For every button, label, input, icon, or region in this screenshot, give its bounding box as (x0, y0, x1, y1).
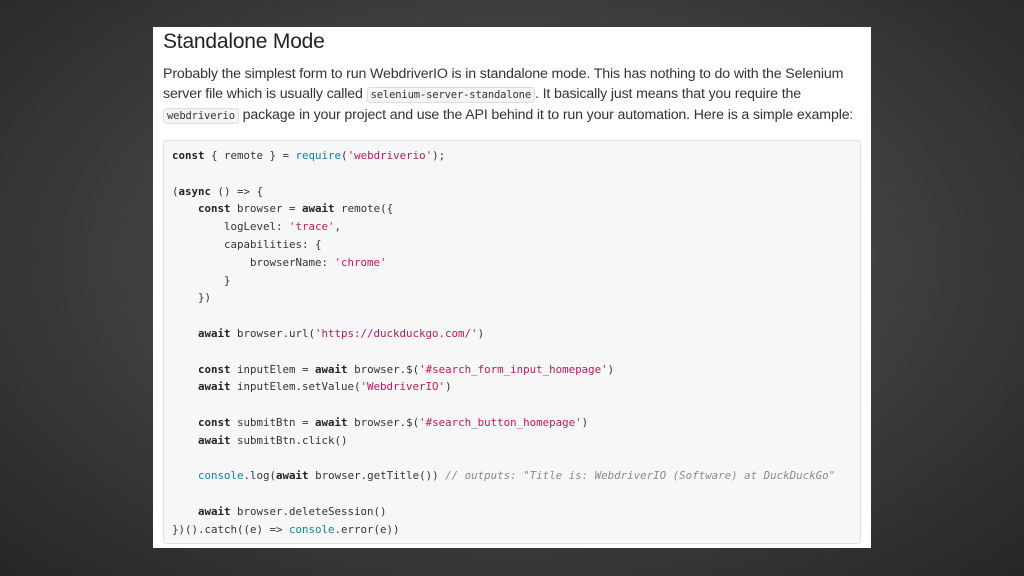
code-line: const inputElem = await browser.$('#sear… (172, 363, 614, 376)
code-token: 'webdriverio' (347, 149, 433, 162)
code-block: const { remote } = require('webdriverio'… (163, 140, 861, 544)
code-token: capabilities: { (172, 237, 322, 251)
section-heading: Standalone Mode (163, 30, 325, 53)
code-line: const submitBtn = await browser.$('#sear… (172, 416, 588, 429)
code-token: ) (477, 326, 485, 340)
code-token: 'WebdriverIO' (360, 380, 446, 394)
intro-text-1: Probably the simplest form to run Webdri… (163, 66, 844, 102)
intro-text-2: . It basically just means that you requi… (535, 86, 801, 102)
code-token: await (198, 433, 231, 447)
code-token: '#search_button_homepage' (419, 415, 582, 429)
code-token: browser.deleteSession() (230, 504, 387, 518)
code-line: const { remote } = require('webdriverio'… (172, 149, 445, 162)
code-token: }) (172, 291, 212, 305)
code-token: browser.$( (347, 415, 420, 429)
code-line: await browser.url('https://duckduckgo.co… (172, 327, 484, 340)
code-token: console (289, 522, 335, 536)
code-line: await browser.deleteSession() (172, 505, 387, 518)
code-listing: const { remote } = require('webdriverio'… (172, 147, 852, 539)
code-token (172, 434, 198, 447)
code-token: ( (341, 149, 348, 162)
code-line: await inputElem.setValue('WebdriverIO') (172, 380, 452, 393)
code-line: })().catch((e) => console.error(e)) (172, 523, 400, 536)
code-token: console (198, 469, 244, 483)
code-token: })().catch((e) => (172, 522, 290, 536)
code-token: inputElem = (230, 362, 316, 376)
code-token: submitBtn.click() (230, 433, 348, 447)
code-token (172, 380, 198, 393)
code-token: await (198, 380, 231, 394)
code-token: await (315, 362, 348, 376)
code-token: const (172, 149, 205, 162)
code-token: 'chrome' (334, 255, 387, 269)
code-token (172, 327, 198, 340)
code-token: require (295, 149, 342, 162)
code-token: () => { (211, 184, 264, 198)
code-line: await submitBtn.click() (172, 434, 348, 447)
code-token: inputElem.setValue( (230, 380, 361, 394)
code-token: browser.getTitle()) (308, 469, 446, 483)
code-token: const (198, 202, 231, 216)
code-token: browser = (230, 202, 303, 216)
code-line: } (172, 274, 231, 287)
code-token: const (198, 362, 231, 376)
code-token (172, 363, 198, 376)
code-token: ) (607, 362, 615, 376)
code-token: , (334, 220, 342, 234)
code-token: ); (432, 149, 446, 162)
code-token: ) (581, 415, 589, 429)
code-token: '#search_form_input_homepage' (419, 362, 608, 376)
code-token: 'trace' (289, 220, 335, 234)
inline-code-webdriverio: webdriverio (163, 108, 239, 124)
code-token: } (172, 273, 231, 287)
code-token: ( (172, 184, 179, 198)
code-line: logLevel: 'trace', (172, 220, 341, 233)
code-token: browser.$( (347, 362, 420, 376)
intro-text-3: package in your project and use the API … (238, 107, 854, 123)
code-token: await (302, 202, 335, 216)
code-token (172, 505, 198, 518)
code-token: // outputs: "Title is: WebdriverIO (Soft… (445, 469, 836, 483)
code-line: console.log(await browser.getTitle()) //… (172, 469, 835, 482)
code-token: async (178, 184, 212, 198)
code-token: await (276, 469, 309, 483)
code-token: submitBtn = (230, 415, 316, 429)
code-token: const (198, 415, 231, 429)
code-line: }) (172, 291, 211, 304)
code-token: .log( (243, 469, 277, 483)
code-token: await (198, 326, 231, 340)
code-token (172, 416, 198, 429)
code-token: browser.url( (230, 326, 316, 340)
code-token: remote({ (334, 202, 394, 216)
code-token: .error(e)) (334, 522, 400, 536)
code-token: 'https://duckduckgo.com/' (315, 326, 478, 340)
code-token (172, 202, 198, 215)
code-token (172, 469, 198, 482)
code-token: logLevel: (172, 220, 290, 234)
code-line: (async () => { (172, 185, 263, 198)
code-token: await (198, 504, 231, 518)
doc-card: Standalone Mode Probably the simplest fo… (153, 27, 871, 548)
code-line: browserName: 'chrome' (172, 256, 387, 269)
code-token: ) (445, 380, 452, 394)
code-line: capabilities: { (172, 238, 322, 251)
code-token: browserName: (172, 255, 335, 269)
code-line: const browser = await remote({ (172, 202, 393, 215)
code-token: await (315, 415, 348, 429)
code-token: { remote } = (204, 149, 296, 162)
intro-paragraph: Probably the simplest form to run Webdri… (163, 64, 861, 126)
inline-code-selenium: selenium-server-standalone (366, 87, 536, 103)
